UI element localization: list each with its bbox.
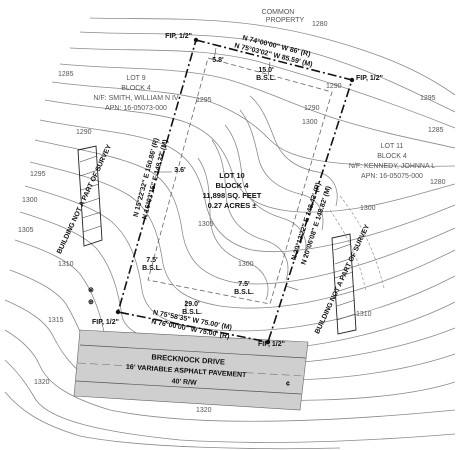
fip-marker-sw <box>115 309 121 315</box>
fip-marker-ne <box>349 77 355 83</box>
utility-symbol-a: ⊗ <box>88 287 94 294</box>
setback-north-bsl: B.S.L. <box>256 75 276 82</box>
contour-label: 1300 <box>360 205 376 212</box>
centerline-symbol: ¢ <box>286 381 290 388</box>
building-hatch-left <box>77 145 103 247</box>
road-area <box>73 329 309 411</box>
lot-11-line-2: BLOCK 4 <box>377 153 407 160</box>
contour-label: 1280 <box>312 21 328 28</box>
building-hatch-right <box>331 233 357 335</box>
fip-marker-se <box>265 339 271 345</box>
contour-elevation-labels: 1280 1285 1290 1295 1300 1305 1310 1315 … <box>18 21 446 414</box>
setback-west-mid: 3.6' <box>174 167 186 174</box>
contour-label: 1315 <box>48 317 64 324</box>
contour-label: 1305 <box>18 227 34 234</box>
contour-label: 1320 <box>196 407 212 414</box>
contour-label: 1280 <box>430 179 446 186</box>
contour-label: 1295 <box>196 97 212 104</box>
contour-label: 1305 <box>198 221 214 228</box>
lot-11-line-4: APN: 16-05075-000 <box>361 173 423 180</box>
contour-label: 1285 <box>428 127 444 134</box>
contour-label: 1285 <box>58 71 74 78</box>
contour-label: 1295 <box>30 171 46 178</box>
lot-9-line-1: LOT 9 <box>126 75 145 82</box>
setback-west-top: 5.8' <box>212 57 224 64</box>
setback-south-value: 29.0' <box>184 301 200 308</box>
setback-east-bsl: B.S.L. <box>234 289 254 296</box>
setback-north-value: 15.0' <box>258 67 274 74</box>
contour-label: 1320 <box>34 379 50 386</box>
lot-11-line-3: N/F: KENNEDY, JOHNNA L <box>349 163 435 170</box>
contour-label: 1290 <box>326 83 342 90</box>
setback-west-low: 7.5' <box>146 257 158 264</box>
lot-9-label: LOT 9 BLOCK 4 N/F: SMITH, WILLIAM N IV A… <box>93 75 179 112</box>
lot-10-line-3: 11,898 SQ. FEET <box>203 191 262 200</box>
contour-label: 1300 <box>238 261 254 268</box>
contour-label: 1310 <box>58 261 74 268</box>
fip-label-se: FIP, 1/2" <box>258 341 285 348</box>
road-row: 40' R/W <box>171 378 197 387</box>
lot-10-line-4: 0.27 ACRES ± <box>208 201 257 210</box>
contour-label: 1290 <box>76 129 92 136</box>
lot-boundary <box>116 39 354 343</box>
utility-symbol-b: ⊕ <box>88 299 94 306</box>
contour-label: 1300 <box>22 197 38 204</box>
setback-south-bsl: B.S.L. <box>182 309 202 316</box>
contour-label: 1295 <box>420 95 436 102</box>
contour-label: 1310 <box>356 311 372 318</box>
lot-9-line-2: BLOCK 4 <box>121 85 151 92</box>
common-property-label-1: COMMON <box>262 9 295 16</box>
lot-10-line-1: LOT 10 <box>219 171 244 180</box>
dimension-lines <box>154 47 299 314</box>
lot-10-label: LOT 10 BLOCK 4 11,898 SQ. FEET 0.27 ACRE… <box>203 171 262 210</box>
lot-10-line-2: BLOCK 4 <box>216 181 250 190</box>
lot-9-line-3: N/F: SMITH, WILLIAM N IV <box>93 95 179 102</box>
fip-label-nw: FIP, 1/2" <box>165 33 192 40</box>
contour-label: 1290 <box>304 105 320 112</box>
setback-east-value: 7.5' <box>238 281 250 288</box>
lot-11-line-1: LOT 11 <box>381 143 404 150</box>
fip-marker-nw <box>193 37 199 43</box>
lot-11-label: LOT 11 BLOCK 4 N/F: KENNEDY, JOHNNA L AP… <box>349 143 435 180</box>
lot-9-line-4: APN: 16-05073-000 <box>105 105 167 112</box>
common-property-label-2: PROPERTY <box>266 17 305 24</box>
fip-label-ne: FIP, 1/2" <box>356 75 383 82</box>
property-corners <box>115 37 355 345</box>
fip-label-sw: FIP, 1/2" <box>92 319 119 326</box>
setback-west-low-bsl: B.S.L. <box>142 265 162 272</box>
contour-label: 1300 <box>302 119 318 126</box>
